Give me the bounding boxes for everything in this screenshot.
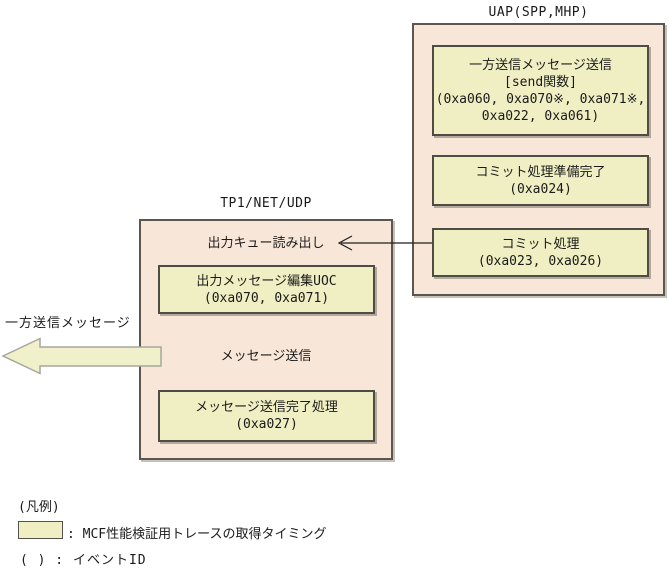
uap-send-trace-box: 一方送信メッセージ送信 [send関数] (0xa060, 0xa070※, 0…	[432, 45, 649, 136]
trace-box-line: 出力メッセージ編集UOC	[196, 273, 337, 289]
legend-event-id-label: ( ) : イベントID	[20, 553, 147, 568]
event-id-line: 0xa022, 0xa061)	[481, 108, 600, 124]
event-id-line: (0xa024)	[509, 181, 572, 197]
trace-box-line: [send関数]	[504, 74, 577, 90]
trace-box-line: 一方送信メッセージ送信	[469, 57, 612, 73]
tp1-container-box: 出力キュー読み出し 出力メッセージ編集UOC (0xa070, 0xa071) …	[139, 219, 393, 460]
outgoing-message-arrow	[1, 337, 162, 375]
legend-trace-label: : MCF性能検証用トレースの取得タイミング	[67, 527, 327, 542]
event-id-line: (0xa070, 0xa071)	[203, 290, 330, 306]
uap-commit-ready-box: コミット処理準備完了 (0xa024)	[432, 155, 649, 206]
queue-read-label: 出力キュー読み出し	[207, 236, 325, 251]
tp1-title: TP1/NET/UDP	[220, 196, 312, 211]
trace-box-line: コミット処理	[501, 236, 580, 252]
uap-commit-box: コミット処理 (0xa023, 0xa026)	[432, 228, 649, 277]
uap-title: UAP(SPP,MHP)	[488, 5, 589, 20]
event-id-line: (0xa023, 0xa026)	[477, 253, 604, 269]
legend-title: (凡例)	[18, 500, 60, 515]
tp1-send-complete-box: メッセージ送信完了処理 (0xa027)	[158, 390, 375, 442]
message-send-label: メッセージ送信	[220, 349, 312, 364]
tp1-uoc-edit-box: 出力メッセージ編集UOC (0xa070, 0xa071)	[158, 265, 375, 314]
trace-box-line: コミット処理準備完了	[475, 164, 606, 180]
trace-box-line: メッセージ送信完了処理	[195, 400, 338, 415]
legend-trace-swatch	[18, 521, 63, 539]
event-id-line: (0xa060, 0xa070※, 0xa071※,	[435, 91, 646, 107]
event-id-line: (0xa027)	[235, 417, 298, 432]
outgoing-message-label: 一方送信メッセージ	[5, 316, 131, 331]
uap-container-box: 一方送信メッセージ送信 [send関数] (0xa060, 0xa070※, 0…	[412, 23, 665, 296]
